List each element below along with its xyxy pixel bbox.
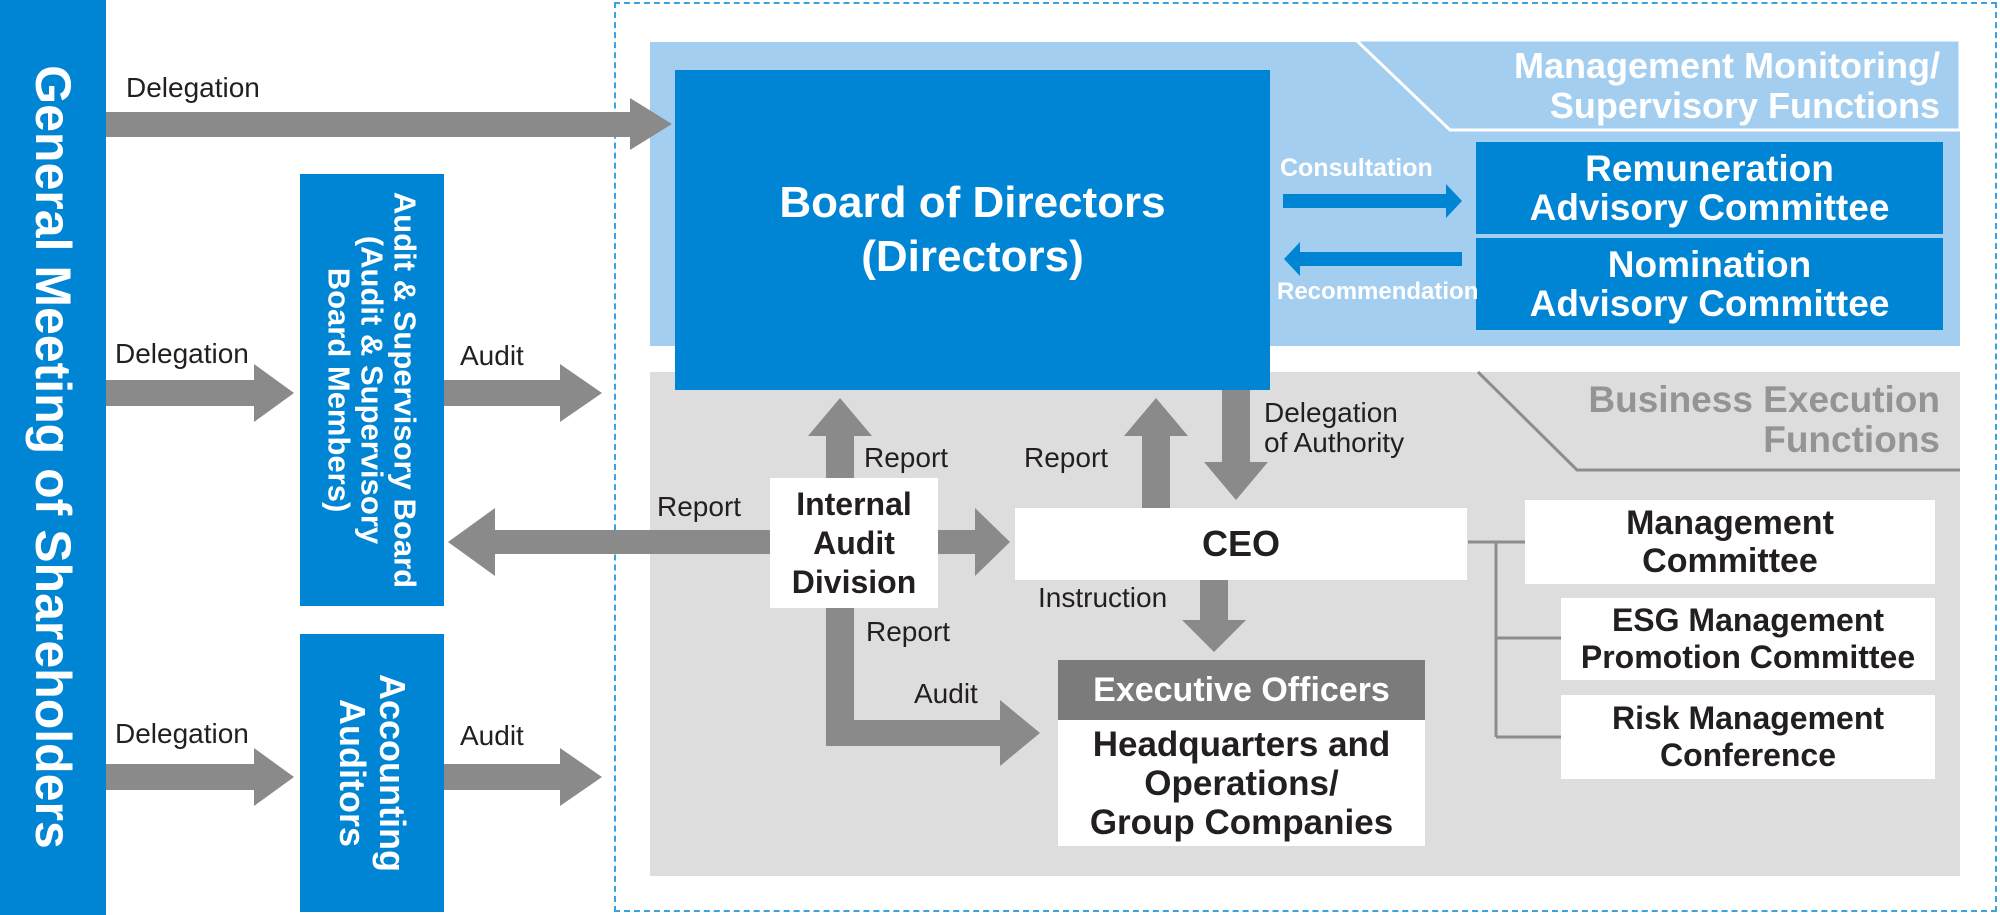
audit-supervisory-board-box: Audit & Supervisory Board (Audit & Super… bbox=[300, 174, 444, 606]
risk-conference-line2: Conference bbox=[1659, 737, 1837, 773]
delegation-authority-arrow bbox=[1204, 390, 1268, 500]
consultation-arrow bbox=[1283, 184, 1462, 218]
delegation-authority-label: Delegation of Authority bbox=[1264, 398, 1404, 458]
instruction-label: Instruction bbox=[1038, 582, 1168, 613]
risk-conference-box: Risk Management Conference bbox=[1561, 695, 1935, 779]
delegation-bottom-arrow bbox=[106, 748, 294, 806]
report-ceo-arrow bbox=[1124, 398, 1188, 508]
accounting-auditors-text: Accounting Auditors bbox=[332, 674, 413, 872]
board-line1: Board of Directors bbox=[779, 178, 1166, 227]
esg-committee-line1: ESG Management bbox=[1611, 602, 1885, 638]
accounting-auditors-line2: Auditors bbox=[332, 698, 373, 847]
executive-officers-box: Headquarters and Operations/ Group Compa… bbox=[1058, 720, 1425, 846]
monitoring-banner bbox=[1352, 38, 1962, 132]
audit-exec-arrow bbox=[826, 608, 1040, 766]
audit-bottom-label: Audit bbox=[460, 720, 524, 751]
report-up-label: Report bbox=[864, 442, 949, 473]
remuneration-committee-box: Remuneration Advisory Committee bbox=[1476, 142, 1943, 234]
report-ceo-label: Report bbox=[1024, 442, 1109, 473]
general-meeting-box: General Meeting of Shareholders bbox=[0, 0, 106, 915]
delegation-authority-line2: of Authority bbox=[1264, 427, 1405, 458]
report-up-arrow bbox=[808, 398, 872, 478]
audit-board-line2: (Audit & Supervisory bbox=[354, 235, 390, 545]
audit-exec-label: Audit bbox=[914, 678, 978, 709]
delegation-mid-label: Delegation bbox=[115, 338, 249, 369]
executive-line3: Group Companies bbox=[1089, 802, 1394, 842]
audit-mid-label: Audit bbox=[460, 340, 524, 371]
internal-audit-division-box: Internal Audit Division bbox=[770, 478, 938, 608]
ceo-label: CEO bbox=[1201, 523, 1280, 564]
board-of-directors-box: Board of Directors (Directors) bbox=[675, 70, 1270, 390]
accounting-auditors-line1: Accounting bbox=[372, 674, 413, 872]
audit-board-line1: Audit & Supervisory Board bbox=[387, 191, 423, 589]
management-committee-line2: Committee bbox=[1642, 542, 1818, 580]
executive-officers-header: Executive Officers bbox=[1058, 660, 1425, 720]
ceo-box: CEO bbox=[1015, 508, 1467, 580]
risk-conference-line1: Risk Management bbox=[1611, 700, 1885, 736]
remuneration-line1: Remuneration bbox=[1585, 148, 1834, 189]
executive-officers-title: Executive Officers bbox=[1093, 670, 1390, 709]
monitoring-title-line1: Management Monitoring/ bbox=[1514, 45, 1940, 86]
delegation-top-label: Delegation bbox=[126, 72, 260, 103]
report-down-label: Report bbox=[866, 616, 951, 647]
audit-mid-arrow bbox=[444, 364, 602, 422]
management-committee-line1: Management bbox=[1626, 504, 1834, 542]
accounting-auditors-box: Accounting Auditors bbox=[300, 634, 444, 912]
report-left-label: Report bbox=[657, 491, 742, 522]
consultation-label: Consultation bbox=[1280, 154, 1433, 182]
management-committee-box: Management Committee bbox=[1525, 500, 1935, 584]
company-frame bbox=[614, 2, 1997, 912]
executive-line2: Operations/ bbox=[1144, 763, 1339, 803]
monitoring-title-line2: Supervisory Functions bbox=[1549, 85, 1940, 126]
instruction-arrow bbox=[1182, 580, 1246, 652]
nomination-line1: Nomination bbox=[1607, 244, 1812, 285]
execution-banner-line bbox=[1476, 370, 1960, 472]
remuneration-line2: Advisory Committee bbox=[1529, 187, 1890, 228]
recommendation-arrow bbox=[1284, 242, 1462, 276]
executive-line1: Headquarters and bbox=[1092, 724, 1391, 764]
nomination-committee-box: Nomination Advisory Committee bbox=[1476, 238, 1943, 330]
board-line2: (Directors) bbox=[861, 232, 1084, 281]
nomination-line2: Advisory Committee bbox=[1529, 283, 1890, 324]
monitoring-zone-title: Management Monitoring/ Supervisory Funct… bbox=[1380, 46, 1940, 126]
delegation-top-arrow bbox=[106, 98, 672, 150]
internal-audit-line1: Internal bbox=[796, 485, 912, 522]
delegation-authority-line1: Delegation bbox=[1264, 397, 1398, 428]
esg-committee-line2: Promotion Committee bbox=[1580, 639, 1916, 675]
audit-to-ceo-arrow bbox=[935, 508, 1010, 576]
internal-audit-line3: Division bbox=[791, 563, 917, 600]
internal-audit-line2: Audit bbox=[813, 524, 895, 561]
delegation-mid-arrow bbox=[106, 364, 294, 422]
audit-board-text: Audit & Supervisory Board (Audit & Super… bbox=[321, 191, 423, 589]
execution-title-line1: Business Execution bbox=[1588, 379, 1940, 420]
execution-title-line2: Functions bbox=[1763, 419, 1940, 460]
delegation-bottom-label: Delegation bbox=[115, 718, 249, 749]
recommendation-label: Recommendation bbox=[1277, 278, 1479, 305]
audit-board-line3: Board Members) bbox=[321, 267, 357, 513]
execution-zone-title: Business Execution Functions bbox=[1480, 380, 1940, 460]
audit-bottom-arrow bbox=[444, 748, 602, 806]
report-left-arrow bbox=[448, 508, 770, 576]
esg-committee-box: ESG Management Promotion Committee bbox=[1561, 598, 1935, 680]
